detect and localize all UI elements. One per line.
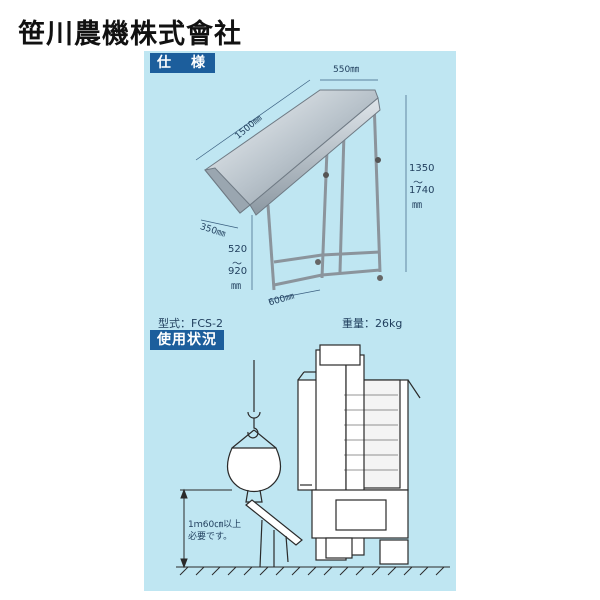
dim-height-min: 1350 bbox=[409, 163, 435, 174]
dim-top-width: 550㎜ bbox=[333, 65, 360, 75]
dim-leg-max: 920 bbox=[228, 266, 248, 277]
dim-leg-min: 520 bbox=[228, 244, 248, 255]
chute-illustration bbox=[195, 79, 407, 301]
dim-height-sep: 〜 bbox=[413, 178, 423, 189]
usage-scene bbox=[176, 344, 450, 576]
dim-leg-unit: ㎜ bbox=[231, 281, 241, 292]
model-number: 型式：FCS-2 bbox=[158, 317, 223, 330]
usage-heading: 使用状況 bbox=[150, 330, 224, 350]
company-name: 笹川農機株式會社 bbox=[18, 19, 242, 50]
dim-leg-sep: 〜 bbox=[232, 259, 242, 270]
height-note-line2: 必要です。 bbox=[188, 532, 233, 542]
dim-height-unit: ㎜ bbox=[412, 200, 422, 211]
height-note-line1: 1ｍ60㎝以上 bbox=[188, 520, 242, 530]
dim-height-max: 1740 bbox=[409, 185, 435, 196]
weight: 重量：26kg bbox=[342, 317, 403, 330]
spec-heading: 仕 様 bbox=[150, 53, 215, 73]
